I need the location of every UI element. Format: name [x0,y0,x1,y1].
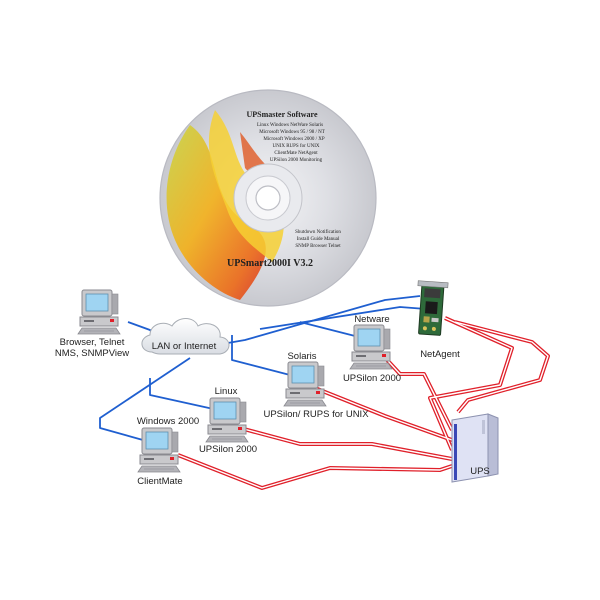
computer-icon [77,289,121,335]
computer-icon [137,427,181,473]
cd-line: ClientMate NetAgent [274,151,318,156]
windows-label: Windows 2000 [137,416,199,427]
cd-line: Shutdown Notification [295,230,341,235]
cd-line: Microsoft Windows 95 / 98 / NT [259,130,325,135]
computer-icon [283,361,327,407]
serial-line-highlight [454,321,549,413]
netware-caption: UPSilon 2000 [343,373,401,384]
serial-line-highlight [429,317,513,451]
serial-line-highlight [239,427,453,460]
serial-connections [177,316,550,490]
browser-label-line2: NMS, SNMPView [55,348,129,359]
cd-line: Microsoft Windows 2000 / XP [263,137,325,142]
ups-device: UPS [451,413,499,483]
cd-title: UPSmaster Software [246,110,317,119]
network-card-icon [417,280,449,336]
serial-line-highlight [377,349,453,431]
lan-line [259,306,427,330]
cd-disc: UPSmaster Software Linux Windows NetWare… [159,89,377,307]
cd-line: UNIX RUPS for UNIX [272,144,319,149]
serial-line-highlight [314,387,453,441]
cloud-label: LAN or Internet [152,341,217,352]
netagent-device: NetAgent [417,280,460,360]
ups-icon [451,413,499,483]
windows-computer [137,427,181,473]
cd-line: Install Guide Manual [297,237,340,242]
lan-line [299,321,356,337]
lan-line [99,357,191,443]
ups-label: UPS [470,466,490,477]
cd-line: SNMP Browser Telnet [295,244,341,249]
cd-body-text: Linux Windows NetWare Solaris Microsoft … [257,123,341,249]
cloud-lan-internet: LAN or Internet [141,318,230,355]
computer-icon [205,397,249,443]
serial-line-highlight [177,454,453,489]
cd-line: Linux Windows NetWare Solaris [257,123,323,128]
cloud-icon [141,318,230,355]
linux-computer [205,397,249,443]
cd-subtitle: UPSmart2000I V3.2 [227,258,313,269]
browser-label-line1: Browser, Telnet [60,337,125,348]
computer-icon [349,324,393,370]
browser-computer [77,289,121,335]
linux-caption: UPSilon 2000 [199,444,257,455]
windows-caption: ClientMate [137,476,182,487]
solaris-caption: UPSilon/ RUPS for UNIX [263,409,369,420]
netware-label: Netware [354,314,389,325]
serial-line [454,320,550,414]
cd-flame-art [166,125,266,300]
solaris-computer [283,361,327,407]
lan-line [231,335,291,376]
linux-label: Linux [215,386,238,397]
netagent-label: NetAgent [420,349,460,360]
cd-line: UPSilon 2000 Monitoring [270,158,323,163]
solaris-label: Solaris [287,351,316,362]
lan-line [149,378,219,411]
netware-computer [349,324,393,370]
